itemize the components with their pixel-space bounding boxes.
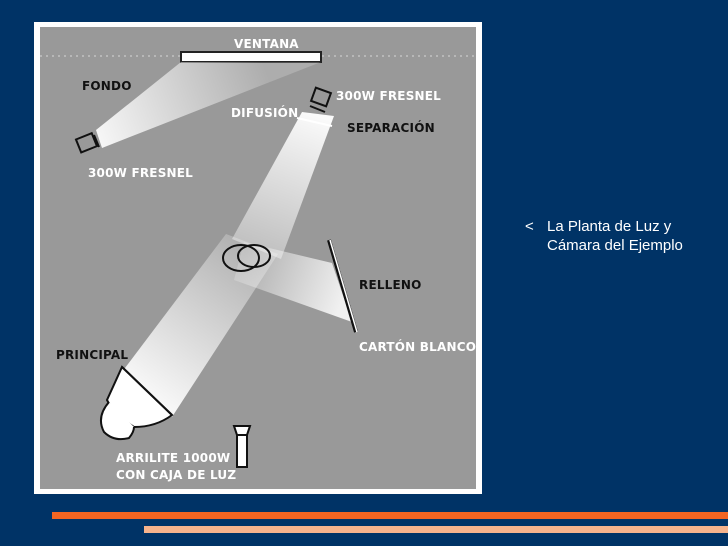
label-principal: PRINCIPAL (56, 348, 128, 362)
fresnel-right-lamp (309, 86, 333, 113)
label-carton-blanco: CARTÓN BLANCO (359, 339, 476, 354)
subject-circle-1 (222, 244, 260, 272)
lighting-diagram: VENTANA FONDO 300W FRESNEL 300W FRESNEL … (34, 22, 482, 494)
carton-blanco-board (327, 239, 358, 333)
carton-blanco-face (329, 239, 358, 333)
caption-line-1: La Planta de Luz y (547, 218, 672, 235)
label-fondo: FONDO (82, 79, 132, 93)
caption-bullet: < (525, 218, 534, 235)
arrilite-softbox (99, 365, 174, 441)
subject-circle-2 (237, 244, 271, 268)
label-fresnel-right: 300W FRESNEL (336, 89, 441, 103)
fresnel-left-lamp (74, 131, 100, 154)
label-difusion: DIFUSIÓN (231, 105, 298, 120)
fondo-light-beam (96, 62, 321, 148)
principal-light-beam (122, 234, 278, 417)
lighting-plan-svg: VENTANA FONDO 300W FRESNEL 300W FRESNEL … (40, 27, 476, 489)
label-relleno: RELLENO (359, 278, 422, 292)
footer-bar-top (52, 512, 728, 519)
label-separacion: SEPARACIÓN (347, 120, 435, 135)
difusion-scrim (296, 117, 333, 127)
label-arrilite-line2: CON CAJA DE LUZ (116, 468, 236, 482)
footer-bar-bottom (144, 526, 728, 533)
camera-icon (232, 425, 252, 468)
caption-line-2: Cámara del Ejemplo (547, 237, 683, 254)
label-arrilite-line1: ARRILITE 1000W (116, 451, 230, 465)
window-panel (180, 51, 322, 63)
label-ventana: VENTANA (234, 37, 299, 51)
separacion-light-beam (232, 112, 334, 259)
label-fresnel-left: 300W FRESNEL (88, 166, 193, 180)
